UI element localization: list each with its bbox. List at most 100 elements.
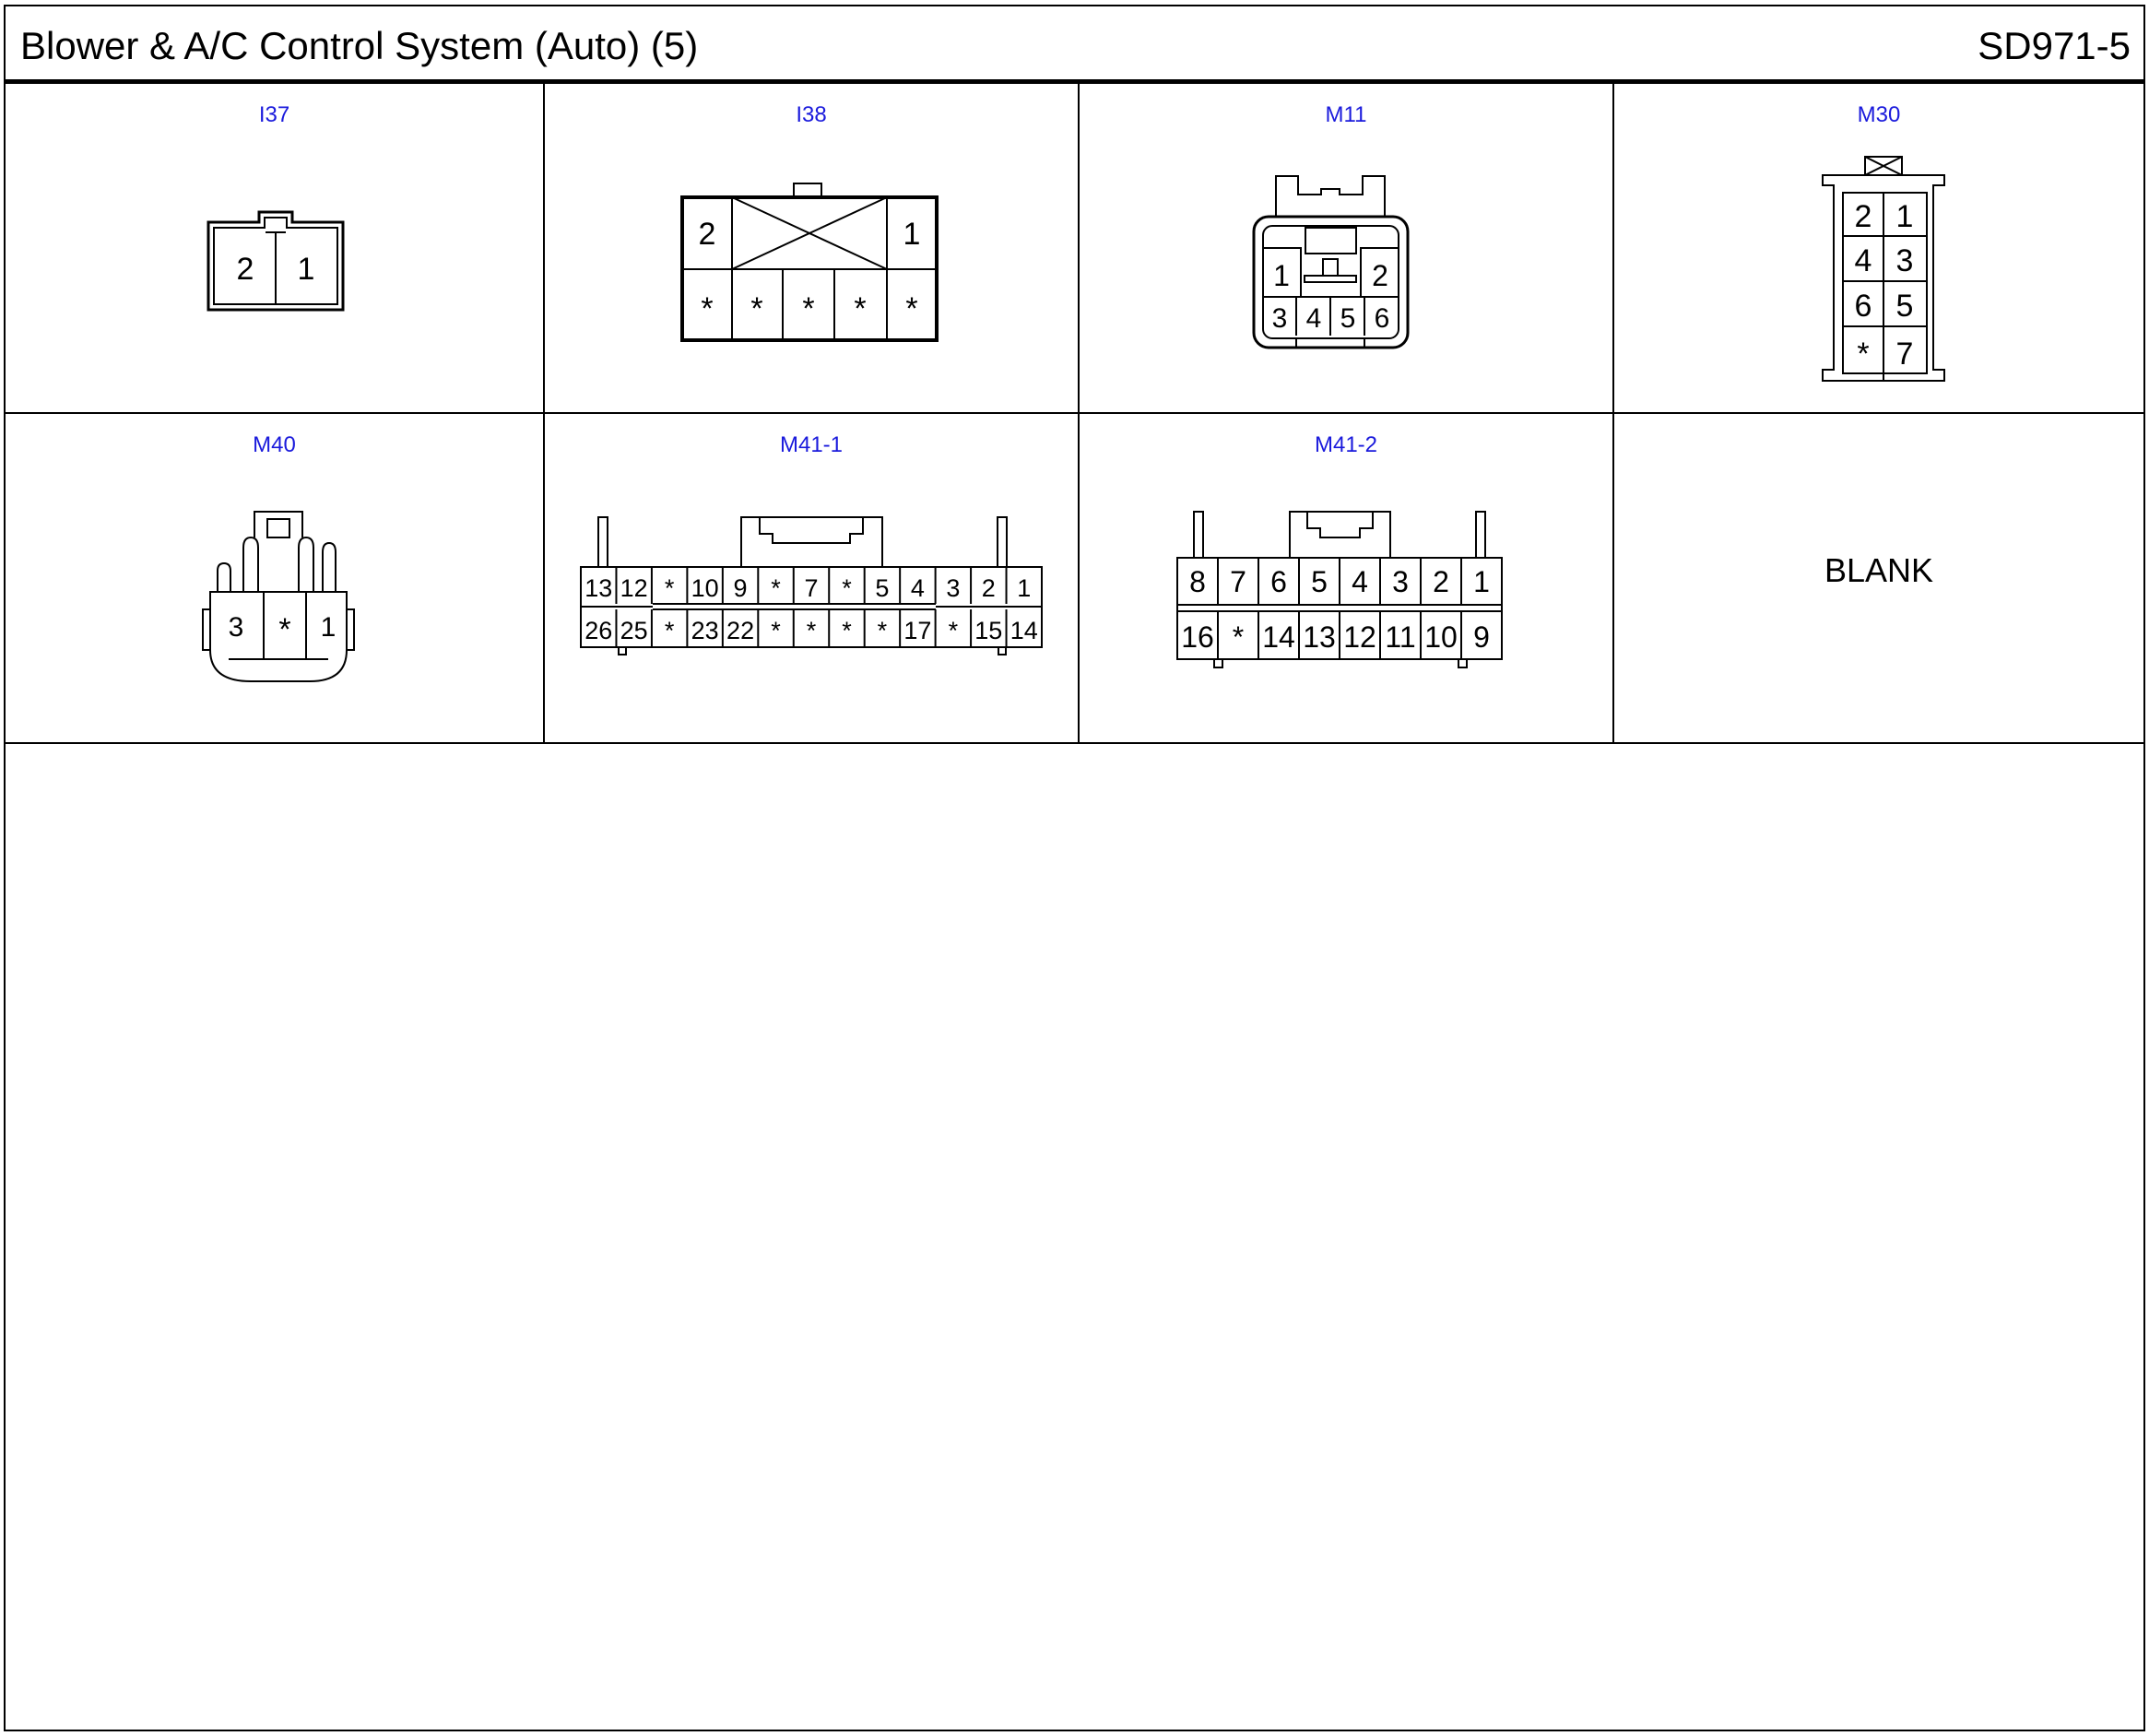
- connector-m30-pin: 7: [1896, 337, 1914, 372]
- connector-m41-2-pin: 13: [1303, 620, 1336, 654]
- title-bar: Blower & A/C Control System (Auto) (5) S…: [6, 6, 2143, 84]
- connector-m30-pin: 4: [1855, 243, 1872, 278]
- connector-i37-inner: [213, 217, 338, 305]
- connector-cell-i37: I37 2 1: [6, 84, 545, 414]
- connector-m41-1-pin: 15: [974, 617, 1002, 644]
- connector-m41-2-pin: 12: [1343, 620, 1376, 654]
- connector-m41-1-pin: 10: [691, 574, 719, 602]
- connector-i38-drawing: 2 1 * * * * *: [680, 183, 939, 342]
- connector-m41-2-pin: 4: [1352, 565, 1368, 598]
- connector-m41-1-pin: *: [807, 617, 817, 644]
- connector-m41-1-pin: 5: [875, 574, 889, 602]
- connector-m30-pin: *: [1857, 337, 1869, 372]
- connector-i38-pin: *: [905, 291, 917, 326]
- connector-m11-pin: 4: [1306, 303, 1322, 334]
- connector-m41-1-pin: 22: [726, 617, 754, 644]
- connector-m11-drawing: 1 2 3 4 5 6: [1252, 175, 1410, 349]
- connector-m41-1-pin: *: [665, 617, 675, 644]
- connector-m41-2-pin: 16: [1181, 620, 1214, 654]
- connector-m41-1-pin: *: [842, 617, 852, 644]
- connector-m41-1-pin: *: [771, 617, 781, 644]
- connector-i38-pin: *: [802, 291, 814, 326]
- connector-cell-m40: M40 3 * 1: [6, 414, 545, 744]
- connector-m11-pin: 3: [1272, 303, 1288, 334]
- connector-m41-2-pin: 10: [1424, 620, 1458, 654]
- connector-m11-pin: 2: [1372, 259, 1388, 292]
- connector-i37-pin: 1: [298, 252, 315, 287]
- connector-m41-2-pin: 9: [1473, 620, 1490, 654]
- connector-m40-pin: 3: [229, 612, 244, 643]
- connector-m41-2-pin: 1: [1473, 565, 1490, 598]
- connector-label-i37: I37: [258, 102, 290, 127]
- connector-cell-m30: M30 2 1 4 3 6 5 * 7: [1614, 84, 2143, 414]
- connector-i38-pin: *: [750, 291, 762, 326]
- connector-m41-2-pin: 5: [1311, 565, 1328, 598]
- connector-m40-pin: 1: [321, 612, 337, 643]
- connector-m40-pin: *: [278, 612, 290, 647]
- connector-label-m11: M11: [1325, 102, 1367, 127]
- connector-i38-pin: 1: [903, 217, 921, 252]
- connector-m41-2-pin: 2: [1433, 565, 1449, 598]
- connector-m41-1-pin: 17: [903, 617, 931, 644]
- connector-m41-2-pin: 3: [1392, 565, 1409, 598]
- connector-m41-1-pin: 2: [982, 574, 996, 602]
- diagram-sheet: Blower & A/C Control System (Auto) (5) S…: [4, 5, 2145, 1731]
- connector-i38-pin: *: [854, 291, 866, 326]
- connector-cell-i38: I38 2 1 * * * * *: [545, 84, 1080, 414]
- page-title: Blower & A/C Control System (Auto) (5): [20, 24, 699, 67]
- connector-m41-1-pin: 4: [911, 574, 925, 602]
- connector-m41-1-pin: *: [878, 617, 888, 644]
- connector-cell-m11: M11 1 2 3 4 5 6: [1080, 84, 1614, 414]
- connector-m41-1-pin: 13: [584, 574, 612, 602]
- blank-label: BLANK: [1824, 551, 1934, 589]
- connector-m41-1-pin: 9: [734, 574, 748, 602]
- connector-m30-pin: 2: [1855, 199, 1872, 234]
- connector-m41-1-pin: 3: [946, 574, 960, 602]
- connector-m41-1-pin: 25: [620, 617, 648, 644]
- connector-label-m41-2: M41-2: [1314, 432, 1378, 457]
- connector-m40-outline: [209, 591, 348, 682]
- connector-m41-2-pin: 14: [1262, 620, 1295, 654]
- connector-m41-2-pin: 7: [1230, 565, 1246, 598]
- connector-m30-pin: 6: [1855, 289, 1872, 324]
- connector-m41-2-pin: *: [1233, 620, 1244, 654]
- connector-label-m30: M30: [1857, 102, 1901, 127]
- connector-m41-1-pin: 26: [584, 617, 612, 644]
- connector-m41-2-pin: 11: [1385, 620, 1415, 654]
- connector-m41-1-pin: *: [771, 574, 781, 602]
- connector-m30-pin: 1: [1896, 199, 1914, 234]
- connector-m41-2-pin: 6: [1270, 565, 1287, 598]
- connector-i38-pin: *: [701, 291, 713, 326]
- connector-m30-pin: 3: [1896, 243, 1914, 278]
- connector-m41-1-pin: *: [842, 574, 852, 602]
- connector-m11-outline: [1252, 215, 1410, 349]
- connector-m40-drawing: 3 * 1: [202, 511, 355, 682]
- blank-cell: BLANK: [1614, 414, 2143, 744]
- connector-label-m41-1: M41-1: [779, 432, 844, 457]
- connector-i37-outline: [207, 210, 345, 312]
- connector-m41-2-pin: 8: [1189, 565, 1206, 598]
- connector-i37-drawing: 2 1: [207, 210, 345, 312]
- connector-label-i38: I38: [796, 102, 827, 127]
- connector-m41-1-pin: *: [665, 574, 675, 602]
- connector-m41-1-pin: 23: [691, 617, 719, 644]
- connector-m41-1-pin: 14: [1010, 617, 1038, 644]
- connector-m41-1-pin: 1: [1017, 574, 1031, 602]
- connector-m30-drawing: 2 1 4 3 6 5 * 7: [1822, 156, 1945, 382]
- connector-m30-pin: 5: [1896, 289, 1914, 324]
- diagram-code: SD971-5: [1978, 24, 2131, 67]
- connector-m11-pin: 6: [1375, 303, 1390, 334]
- connector-m11-pin: 1: [1273, 259, 1290, 292]
- connector-m41-1-pin: *: [949, 617, 959, 644]
- connector-i37-pin: 2: [237, 252, 254, 287]
- connector-m30-outline: [1822, 174, 1945, 382]
- connector-m41-1-pin: 7: [804, 574, 818, 602]
- connector-label-m40: M40: [253, 432, 296, 457]
- connector-m11-pin: 5: [1340, 303, 1356, 334]
- connector-m41-1-pin: 12: [620, 574, 648, 602]
- connector-i38-pin: 2: [699, 217, 716, 252]
